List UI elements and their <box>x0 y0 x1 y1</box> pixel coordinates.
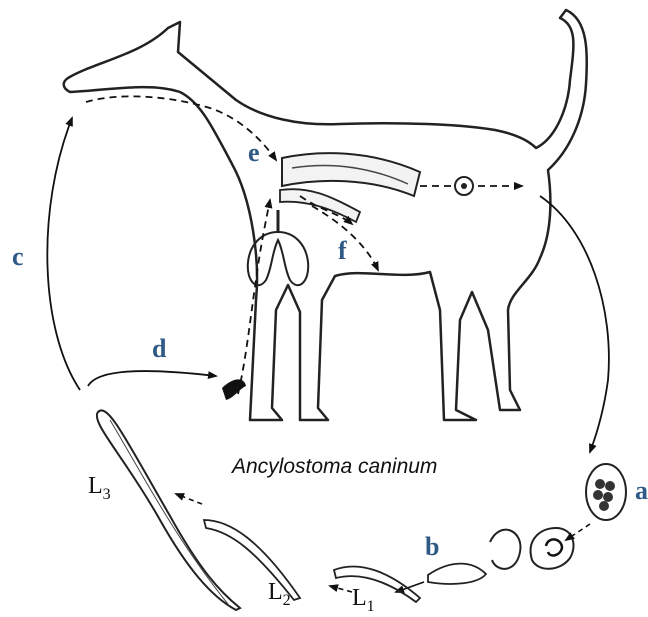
label-b: b <box>425 534 439 560</box>
arrow-l2-to-l3 <box>176 494 202 504</box>
label-e: e <box>248 140 260 166</box>
egg-morula <box>593 479 615 511</box>
intestine-lower-tube <box>280 189 360 222</box>
skin-penetration-mark <box>222 379 246 400</box>
label-l3: L3 <box>88 474 111 503</box>
label-c: c <box>12 244 24 270</box>
label-l1-letter: L <box>352 585 367 611</box>
label-a: a <box>635 478 648 504</box>
path-d <box>88 371 216 386</box>
label-l1: L1 <box>352 586 375 615</box>
label-l2: L2 <box>268 580 291 609</box>
label-l3-sub: 3 <box>103 486 111 503</box>
hatching-egg <box>531 528 574 569</box>
label-l1-sub: 1 <box>367 598 375 615</box>
larva-hatching <box>490 530 520 569</box>
path-c <box>47 118 80 390</box>
arrow-l1-to-l2 <box>330 586 352 592</box>
larva-l3 <box>97 410 240 610</box>
label-l3-letter: L <box>88 473 103 499</box>
path-excretion <box>540 196 609 452</box>
egg-stage-a <box>586 464 626 520</box>
label-d: d <box>152 336 166 362</box>
species-title: Ancylostoma caninum <box>232 455 437 479</box>
label-l2-letter: L <box>268 579 283 605</box>
label-l2-sub: 2 <box>283 592 291 609</box>
larva-b <box>428 564 486 584</box>
label-f: f <box>338 238 347 264</box>
larva-l1 <box>334 566 420 602</box>
arrow-a-to-b <box>566 524 590 540</box>
